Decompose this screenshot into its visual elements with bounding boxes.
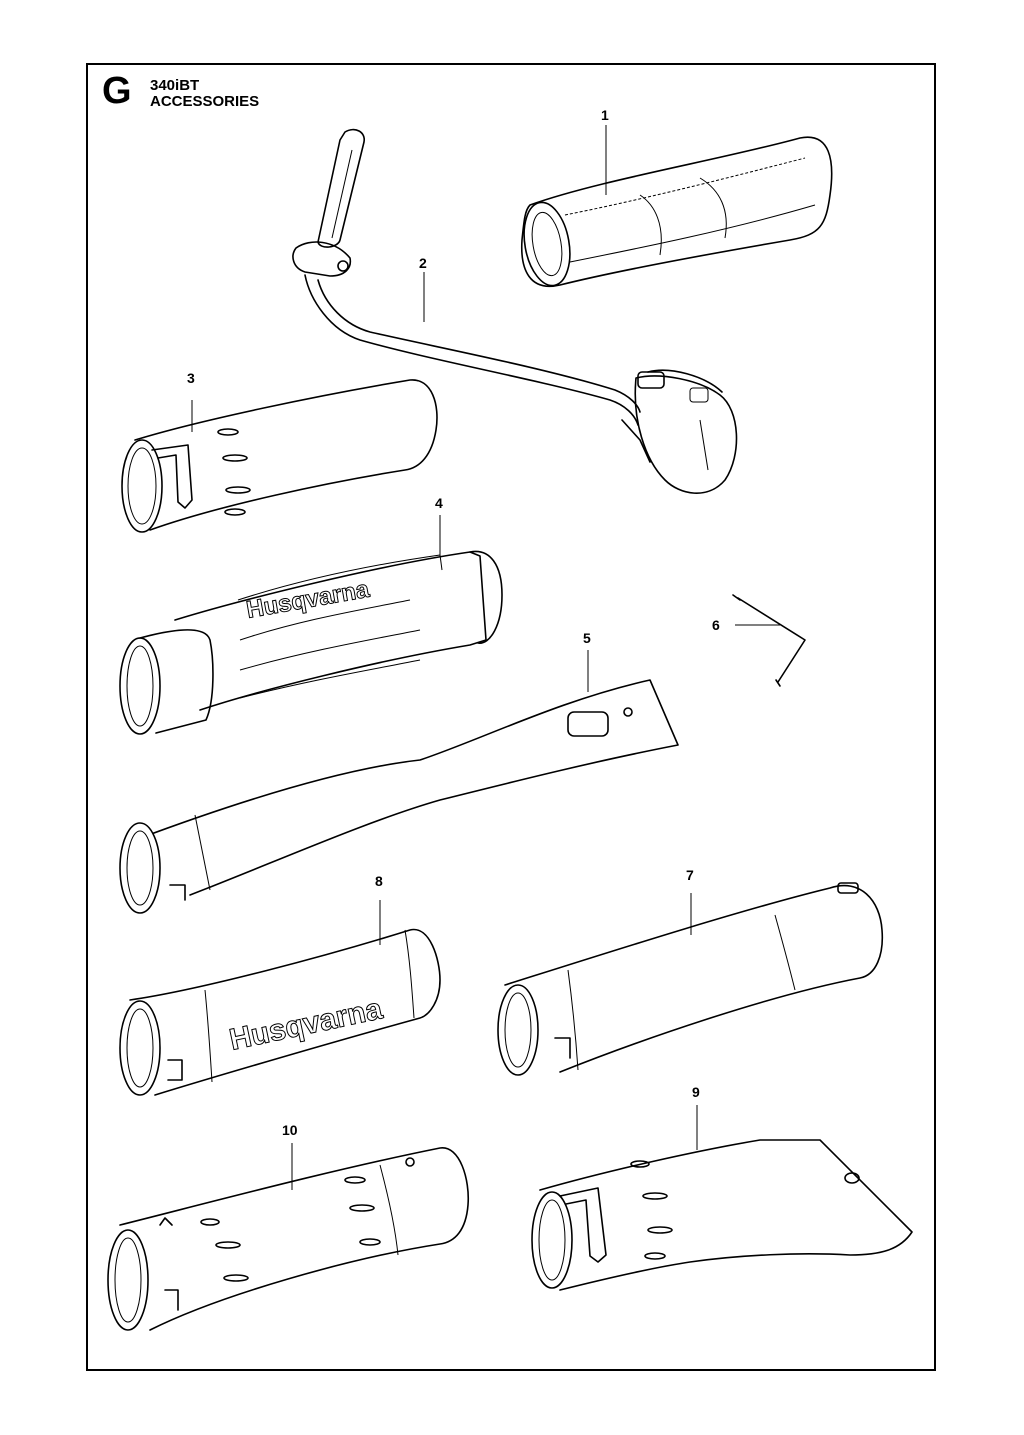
callout-7: 7	[686, 867, 694, 883]
part-3-tube	[121, 379, 438, 533]
brand-logo-part-4: Husqvarna	[244, 576, 371, 624]
callout-4: 4	[435, 495, 443, 511]
drawing-frame	[86, 63, 936, 1371]
part-2-handle	[292, 128, 738, 494]
callout-3: 3	[187, 370, 195, 386]
part-8-nozzle: Husqvarna	[119, 900, 441, 1096]
callout-1: 1	[601, 107, 609, 123]
model-number: 340iBT	[150, 77, 200, 94]
part-1-bag	[520, 136, 833, 288]
callout-8: 8	[375, 873, 383, 889]
callout-10: 10	[282, 1122, 298, 1138]
part-10-tube	[107, 1143, 470, 1331]
callout-2: 2	[419, 255, 427, 271]
part-5-flat-nozzle	[119, 650, 679, 914]
part-4-nozzle: Husqvarna	[119, 515, 503, 735]
section-title: ACCESSORIES	[150, 93, 260, 110]
callout-9: 9	[692, 1084, 700, 1100]
callout-5: 5	[583, 630, 591, 646]
part-6-hex-key	[732, 594, 806, 687]
part-7-nozzle	[497, 882, 884, 1076]
part-9-flat-nozzle	[531, 1105, 913, 1291]
callout-6: 6	[712, 617, 720, 633]
section-letter: G	[102, 70, 132, 112]
brand-logo-part-8: Husqvarna	[227, 992, 386, 1057]
